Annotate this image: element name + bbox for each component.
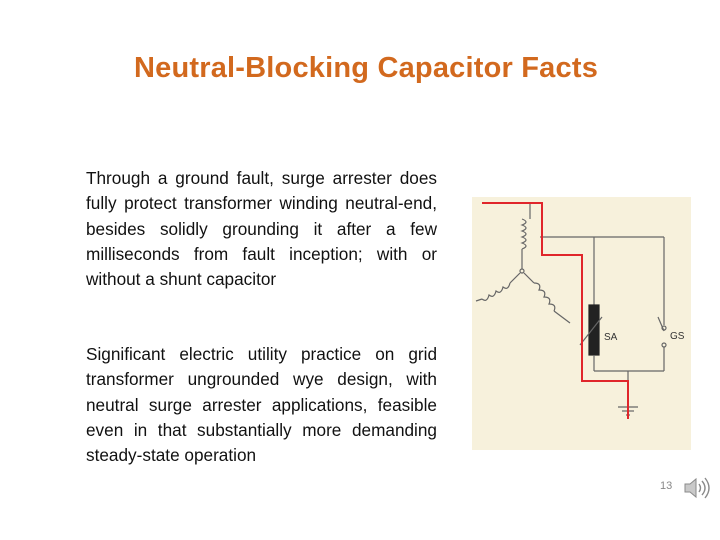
paragraph-utility-practice: Significant electric utility practice on… bbox=[86, 344, 437, 466]
label-gs: GS bbox=[670, 331, 685, 342]
paragraph-ground-fault: Through a ground fault, surge arrester d… bbox=[86, 168, 437, 290]
speaker-icon[interactable] bbox=[682, 475, 710, 501]
label-sa: SA bbox=[604, 332, 618, 343]
slide-title: Neutral-Blocking Capacitor Facts bbox=[133, 52, 599, 84]
page-number: 13 bbox=[660, 480, 673, 492]
circuit-diagram: SA GS bbox=[472, 197, 691, 450]
